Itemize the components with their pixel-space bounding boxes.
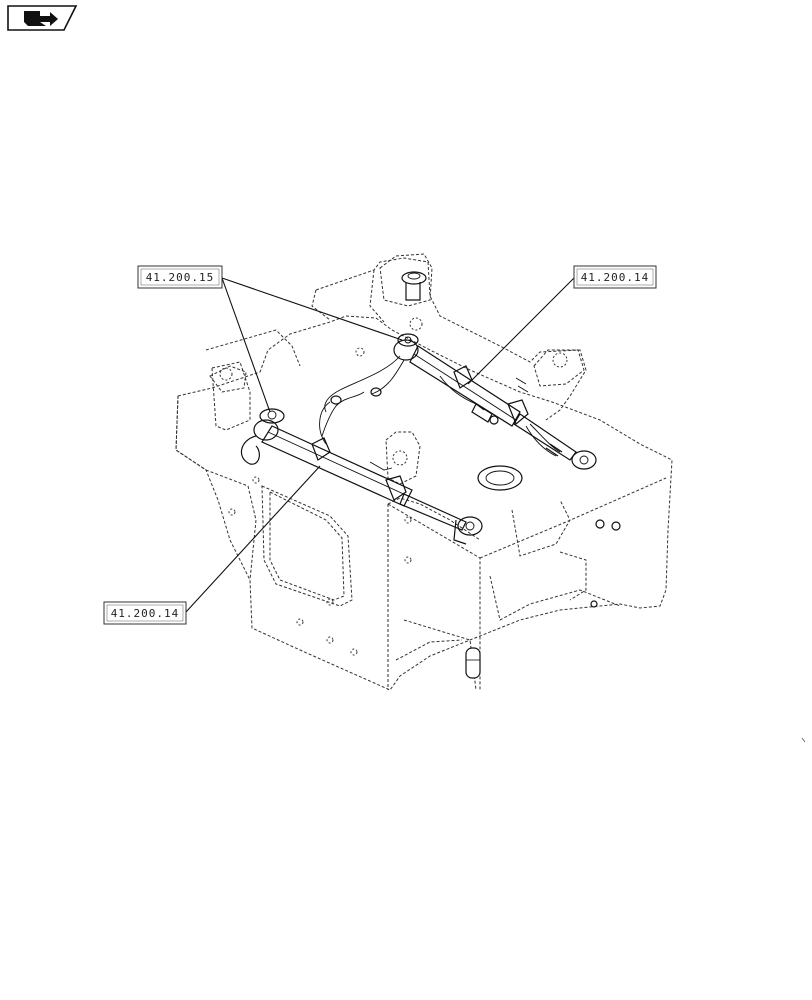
callout-label: 41.200.14 bbox=[111, 607, 180, 620]
callout-box-top-right[interactable]: 41.200.14 bbox=[573, 265, 657, 289]
left-steering-cylinder bbox=[240, 391, 483, 545]
bolts bbox=[590, 519, 621, 608]
top-pivot-pin bbox=[401, 271, 427, 301]
bottom-pin bbox=[465, 647, 481, 679]
machine-frame bbox=[175, 253, 673, 691]
book-arrow-icon bbox=[24, 11, 58, 26]
stray-mark bbox=[801, 737, 806, 743]
nav-book-button[interactable] bbox=[7, 5, 78, 31]
callout-box-top-left[interactable]: 41.200.15 bbox=[137, 265, 223, 289]
callout-label: 41.200.14 bbox=[581, 271, 650, 284]
turntable-ring bbox=[477, 465, 523, 491]
leader-lines bbox=[185, 277, 575, 613]
callout-box-bottom-left[interactable]: 41.200.14 bbox=[103, 601, 187, 625]
callout-label: 41.200.15 bbox=[146, 271, 215, 284]
